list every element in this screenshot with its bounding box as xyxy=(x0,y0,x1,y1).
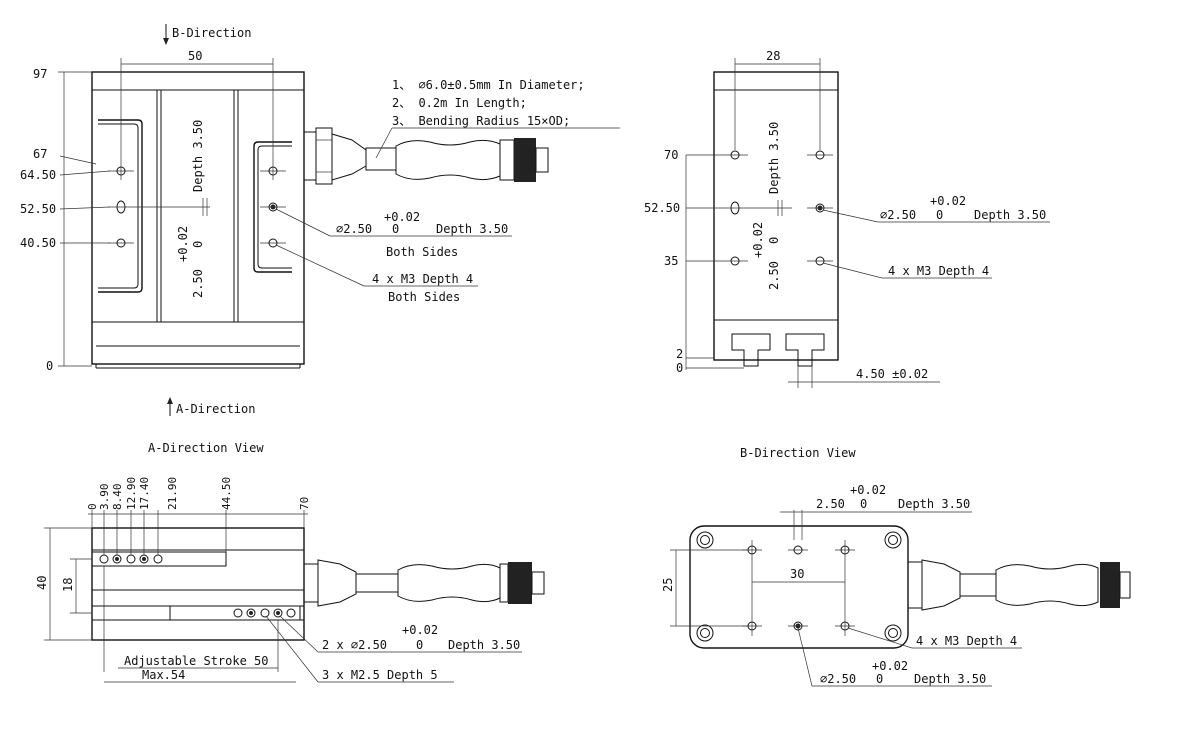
b-view-title: B-Direction View xyxy=(740,446,856,460)
front-dim-52-50: 52.50 xyxy=(20,202,56,216)
front-hole-note: Both Sides xyxy=(386,245,458,259)
b-direction-marker: B-Direction xyxy=(163,24,251,45)
front-tol-upper: +0.02 xyxy=(176,226,190,262)
a-direction-view: A-Direction View 0 3.90 8.40 xyxy=(35,441,545,683)
front-dim-40-50: 40.50 xyxy=(20,236,56,250)
a-dim-height-40: 40 xyxy=(35,576,49,590)
side-depth-label: Depth 3.50 xyxy=(767,122,781,194)
a-view-title: A-Direction View xyxy=(148,441,264,455)
a-hole-depth: Depth 3.50 xyxy=(448,638,520,652)
b-top-zero: 0 xyxy=(860,497,867,511)
front-dim-97: 97 xyxy=(33,67,47,81)
side-tol-lower: 0 xyxy=(767,237,781,244)
side-dim-0: 0 xyxy=(676,361,683,375)
b-top-depth: Depth 3.50 xyxy=(898,497,970,511)
front-hole-dia: ∅2.50 xyxy=(336,222,372,236)
side-rail-dim: 4.50 ±0.02 xyxy=(856,367,928,381)
front-hole-depth: Depth 3.50 xyxy=(436,222,508,236)
b-bottom-dia: ∅2.50 xyxy=(820,672,856,686)
front-dim-0: 0 xyxy=(46,359,53,373)
front-dim-67: 67 xyxy=(33,147,47,161)
b-direction-view: B-Direction View +0.02 2.50 0 Depth 3.50… xyxy=(661,446,1131,687)
front-width-dim: 50 xyxy=(188,49,202,63)
a-hole-tol: +0.02 xyxy=(402,623,438,637)
side-hole-dia: ∅2.50 xyxy=(880,208,916,222)
a-dim-3-90: 3.90 xyxy=(98,484,111,511)
side-dim-35: 35 xyxy=(664,254,678,268)
front-thread-note: Both Sides xyxy=(388,290,460,304)
a-direction-label: A-Direction xyxy=(176,402,255,416)
front-dim-64-50: 64.50 xyxy=(20,168,56,182)
a-dim-17-40: 17.40 xyxy=(138,477,151,510)
front-view: 50 97 67 64.50 52.50 40.50 0 Depth 3.50 … xyxy=(20,49,620,373)
front-depth-label: Depth 3.50 xyxy=(191,120,205,192)
b-width-dim: 30 xyxy=(790,567,804,581)
b-height-dim: 25 xyxy=(661,578,675,592)
a-dim-8-40: 8.40 xyxy=(111,484,124,511)
a-dim-21-90: 21.90 xyxy=(166,477,179,510)
b-bottom-zero: 0 xyxy=(876,672,883,686)
front-slot-width: 2.50 xyxy=(191,269,205,298)
front-hole-tol: +0.02 xyxy=(384,210,420,224)
b-top-dia: 2.50 xyxy=(816,497,845,511)
b-thread-callout: 4 x M3 Depth 4 xyxy=(916,634,1017,648)
side-width-dim: 28 xyxy=(766,49,780,63)
a-dim-70: 70 xyxy=(298,497,311,510)
side-slot-width: 2.50 xyxy=(767,261,781,290)
b-bottom-depth: Depth 3.50 xyxy=(914,672,986,686)
a-hole-text: 2 x ∅2.50 xyxy=(322,638,387,652)
side-thread-callout: 4 x M3 Depth 4 xyxy=(888,264,989,278)
a-hole-zero: 0 xyxy=(416,638,423,652)
side-hole-tol: +0.02 xyxy=(930,194,966,208)
front-tol-lower: 0 xyxy=(191,241,205,248)
a-max: Max.54 xyxy=(142,668,185,682)
cable-note-3: 3、 Bending Radius 15×OD; xyxy=(392,114,570,128)
side-view: 28 70 52.50 35 2 0 Depth 3.50 +0.02 0 2.… xyxy=(644,49,1050,388)
side-hole-zero: 0 xyxy=(936,208,943,222)
a-thread-callout: 3 x M2.5 Depth 5 xyxy=(322,668,438,682)
cable-note-1: 1、 ∅6.0±0.5mm In Diameter; xyxy=(392,78,585,92)
b-bottom-tol: +0.02 xyxy=(872,659,908,673)
a-dim-12-90: 12.90 xyxy=(125,477,138,510)
a-direction-marker: A-Direction xyxy=(167,397,255,416)
cable-note-2: 2、 0.2m In Length; xyxy=(392,96,527,110)
side-dim-70: 70 xyxy=(664,148,678,162)
front-thread-callout: 4 x M3 Depth 4 xyxy=(372,272,473,286)
side-dim-52-50: 52.50 xyxy=(644,201,680,215)
b-direction-label: B-Direction xyxy=(172,26,251,40)
a-dim-height-18: 18 xyxy=(61,578,75,592)
a-dim-0: 0 xyxy=(86,503,99,510)
side-tol-upper: +0.02 xyxy=(751,222,765,258)
side-dim-2: 2 xyxy=(676,347,683,361)
front-hole-zero: 0 xyxy=(392,222,399,236)
side-hole-depth: Depth 3.50 xyxy=(974,208,1046,222)
a-dim-44-50: 44.50 xyxy=(220,477,233,510)
a-stroke: Adjustable Stroke 50 xyxy=(124,654,269,668)
b-top-tol: +0.02 xyxy=(850,483,886,497)
